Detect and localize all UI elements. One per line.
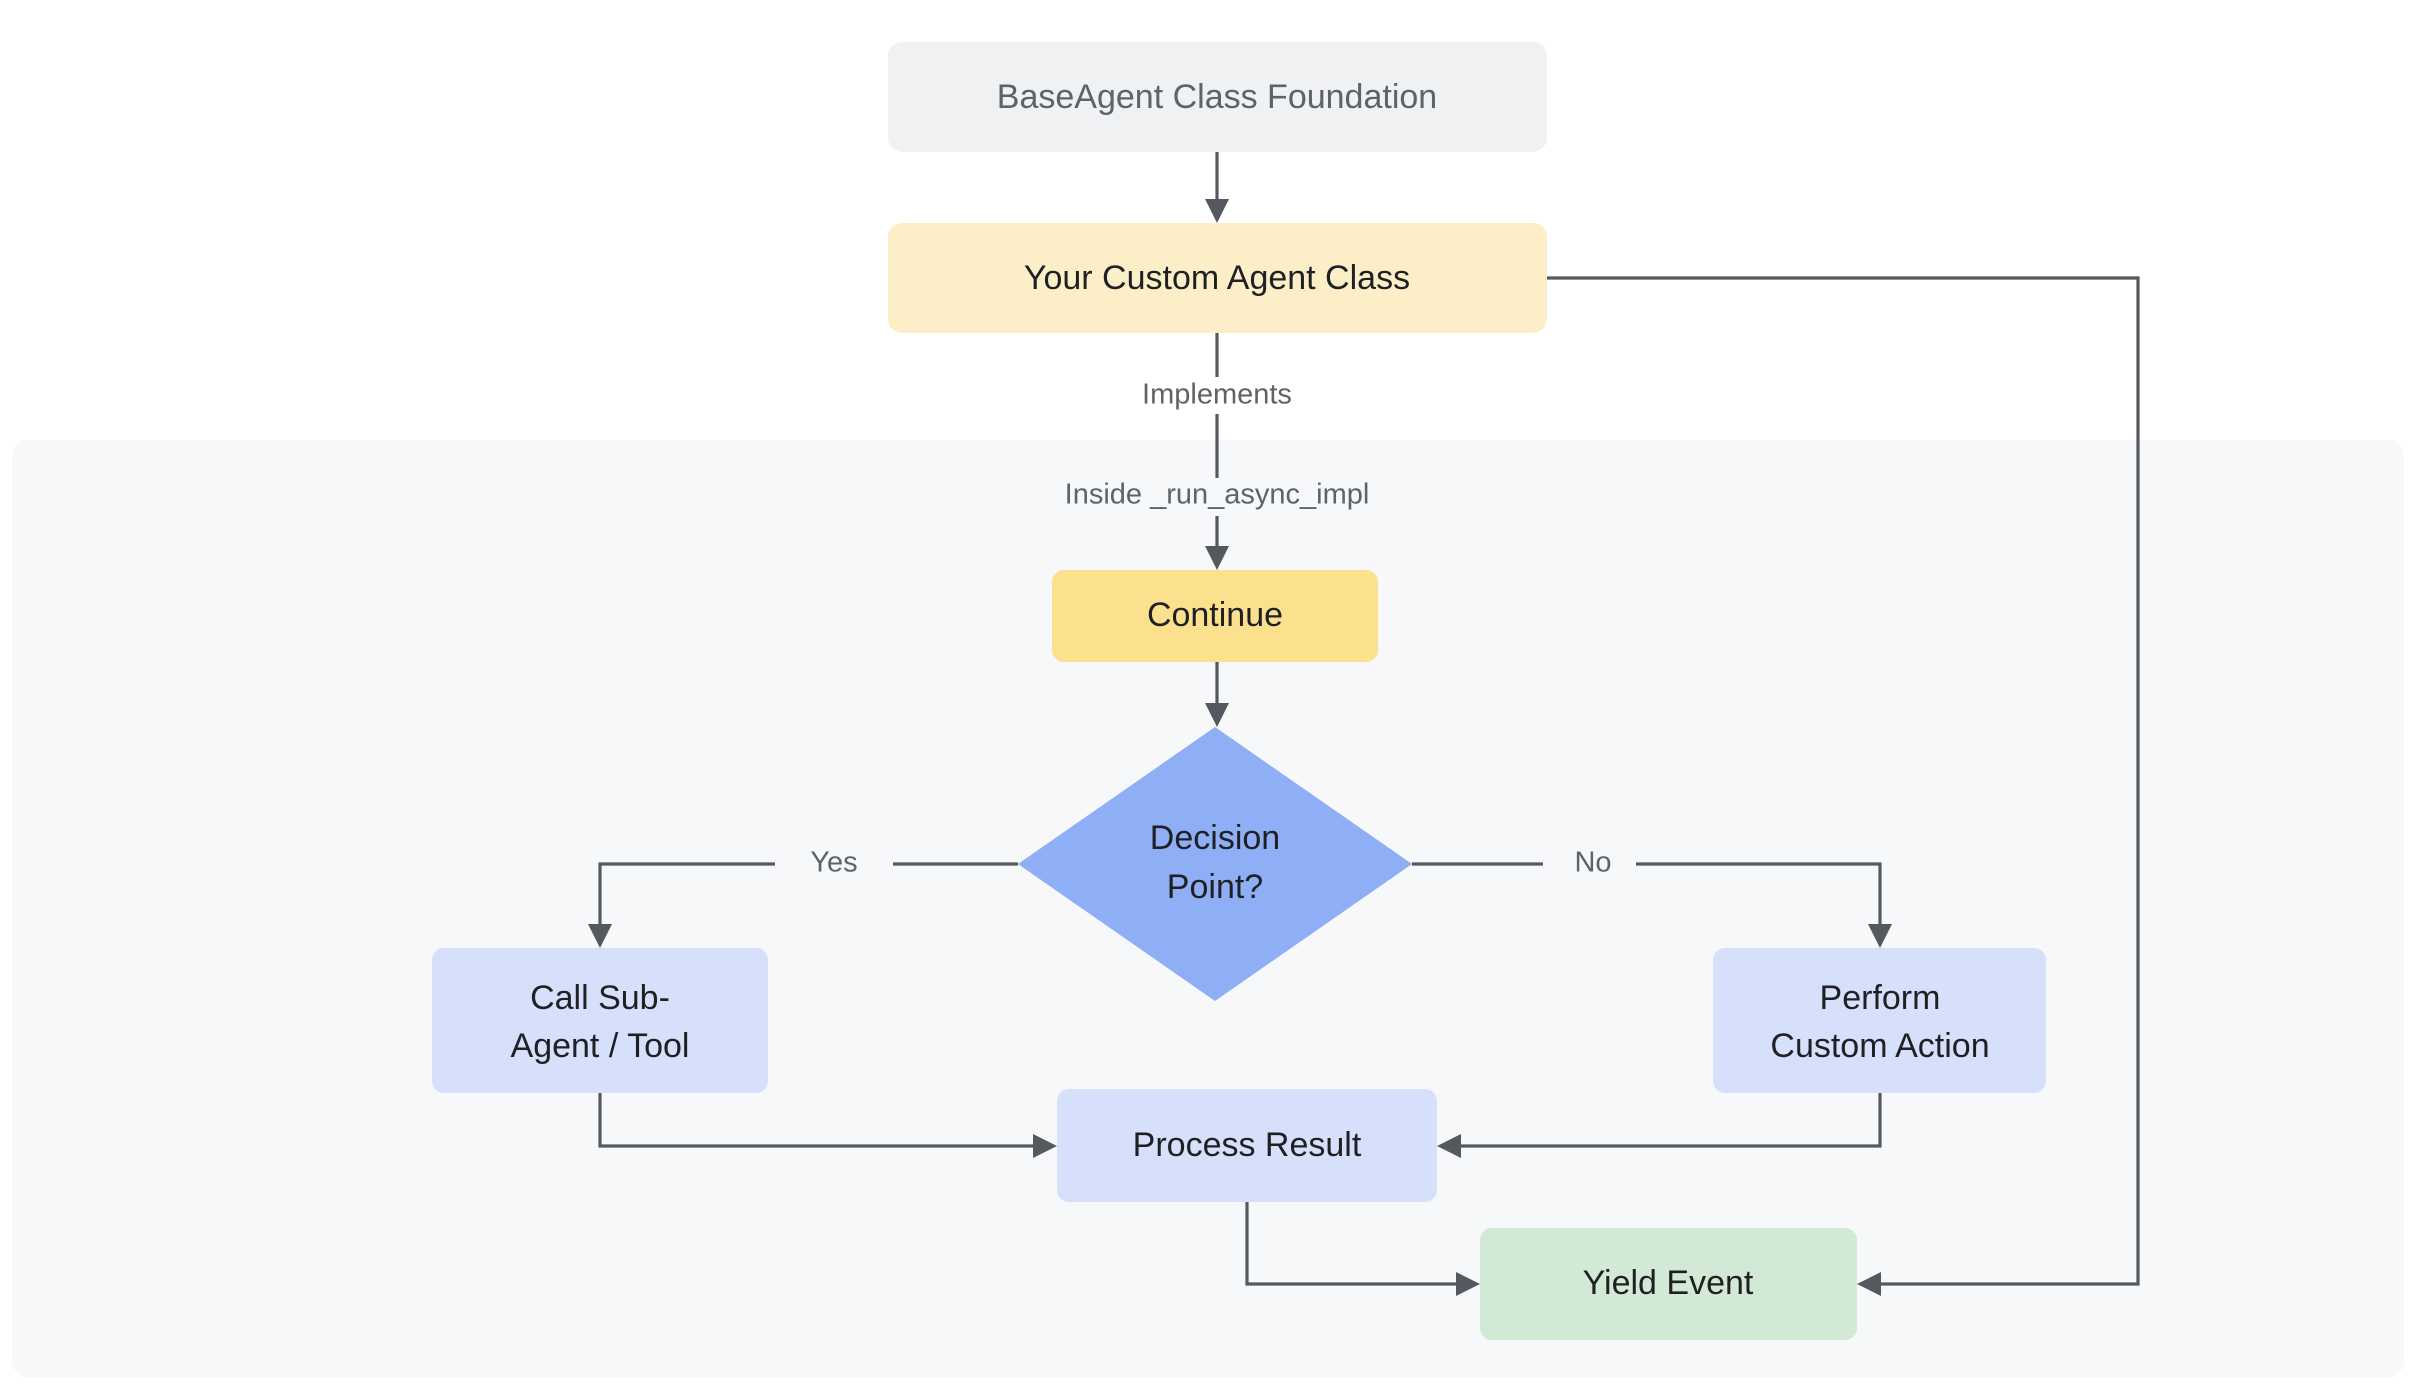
node-perform-custom-action[interactable]: Perform Custom Action: [1713, 948, 2046, 1093]
node-yield-event[interactable]: Yield Event: [1480, 1228, 1857, 1340]
edge-label-no: No: [1574, 847, 1611, 879]
edge-label-inside-run-async-impl: Inside _run_async_impl: [1065, 479, 1370, 511]
node-perform-custom-action-label-line-1: Perform: [1820, 979, 1941, 1017]
edge-action-to-process: [1437, 1093, 1882, 1158]
node-continue-label: Continue: [1147, 596, 1283, 634]
node-custom-agent-shape[interactable]: [888, 223, 1547, 333]
node-call-sub-agent-label-line-1: Call Sub-: [530, 979, 670, 1017]
node-process-result[interactable]: Process Result: [1057, 1089, 1437, 1202]
node-call-sub-agent-tool[interactable]: Call Sub- Agent / Tool: [432, 948, 768, 1093]
edge-decision-no: [1412, 862, 1892, 948]
node-continue[interactable]: Continue: [1052, 570, 1378, 662]
node-base-agent-shape[interactable]: [888, 42, 1547, 152]
node-process-result-label: Process Result: [1133, 1126, 1362, 1164]
node-decision-point[interactable]: Decision Point?: [1018, 727, 1412, 1001]
node-decision-shape[interactable]: [1018, 727, 1412, 1001]
node-your-custom-agent-class[interactable]: Your Custom Agent Class: [888, 223, 1547, 333]
node-yield-event-label: Yield Event: [1583, 1264, 1754, 1302]
node-process-result-shape[interactable]: [1057, 1089, 1437, 1202]
node-perform-custom-action-label-line-2: Custom Action: [1770, 1027, 1989, 1065]
node-custom-agent-label: Your Custom Agent Class: [1024, 259, 1410, 297]
edge-base-to-custom: [1205, 152, 1229, 223]
node-base-agent-class-foundation[interactable]: BaseAgent Class Foundation: [888, 42, 1547, 152]
edge-continue-to-decision: [1205, 662, 1229, 727]
node-continue-shape[interactable]: [1052, 570, 1378, 662]
node-perform-custom-action-shape[interactable]: [1713, 948, 2046, 1093]
edge-decision-yes: [588, 862, 1018, 948]
edge-custom-to-continue: [1205, 333, 1229, 570]
edge-subagent-to-process: [598, 1093, 1057, 1158]
node-yield-event-shape[interactable]: [1480, 1228, 1857, 1340]
node-call-sub-agent-label-line-2: Agent / Tool: [511, 1027, 690, 1065]
edge-label-yes: Yes: [810, 847, 857, 879]
edge-label-implements: Implements: [1142, 379, 1292, 411]
node-decision-label-line-1: Decision: [1150, 819, 1280, 857]
edge-custom-to-yield: [1547, 276, 2140, 1296]
node-call-sub-agent-shape[interactable]: [432, 948, 768, 1093]
node-base-agent-label: BaseAgent Class Foundation: [997, 78, 1437, 116]
node-decision-label-line-2: Point?: [1167, 868, 1263, 906]
edge-process-to-yield: [1245, 1202, 1480, 1296]
